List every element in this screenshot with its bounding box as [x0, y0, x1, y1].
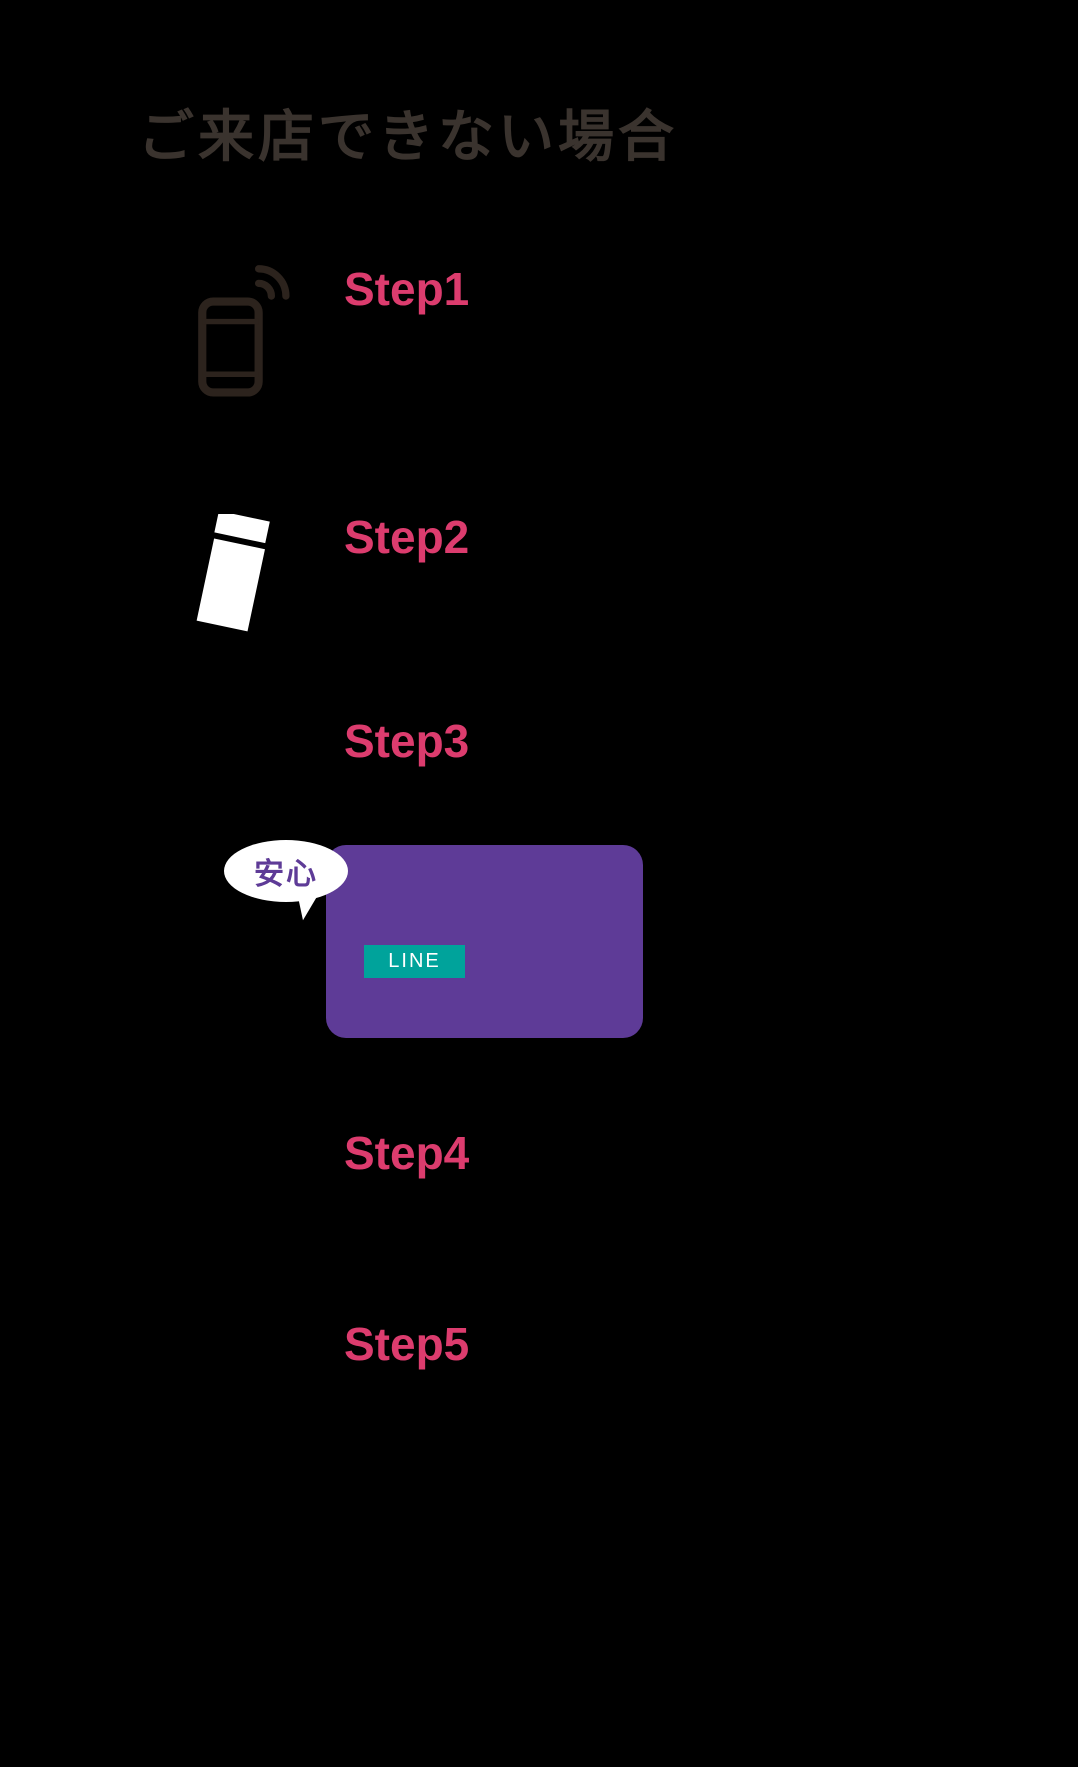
smartphone-icon	[195, 252, 295, 402]
step1-label: Step1	[344, 263, 470, 315]
page-title: ご来店できない場合	[138, 105, 678, 168]
step2-label: Step2	[344, 511, 470, 563]
step4-label: Step4	[344, 1127, 470, 1179]
speech-bubble: 安心	[224, 840, 348, 902]
speech-bubble-tail-icon	[297, 889, 327, 921]
speech-bubble-label: 安心	[254, 858, 318, 891]
line-card	[326, 845, 643, 1038]
line-badge: LINE	[364, 945, 465, 978]
step5-label: Step5	[344, 1318, 470, 1370]
step3-label: Step3	[344, 715, 470, 767]
envelope-icon	[192, 510, 282, 636]
